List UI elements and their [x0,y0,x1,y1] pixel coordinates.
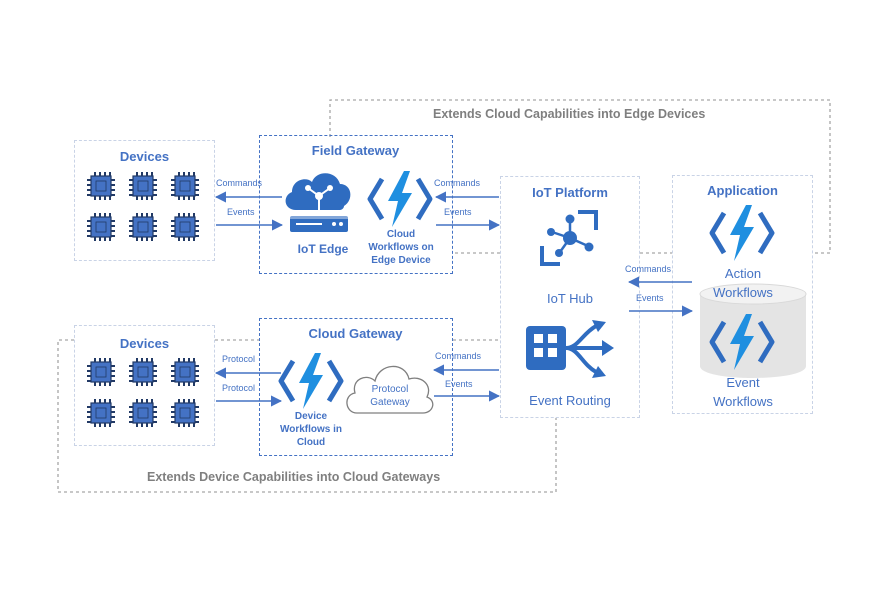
cloud-left-protocol-label-top: Protocol [222,354,256,364]
iot-edge-label: IoT Edge [297,242,349,256]
microchip-icon [86,171,116,201]
devices-top-box: Devices [74,140,215,261]
microchip-icon [128,398,158,428]
app-events-label: Events [636,293,664,303]
top-extension-label: Extends Cloud Capabilities into Edge Dev… [433,107,706,121]
iot-platform-title: IoT Platform [532,185,608,200]
cloud-workflows-label: Device Workflows in Cloud [268,410,354,449]
field-workflows-label: Cloud Workflows on Edge Device [358,228,444,267]
microchip-icon [128,357,158,387]
event-workflows-label: Event Workflows [688,373,798,411]
field-workflows-line-3: Edge Device [371,255,431,266]
protocol-gateway-line-1: Protocol [371,384,409,395]
action-workflows-line-1: Action [724,266,762,281]
microchip-icon [170,212,200,242]
event-workflows-line-2: Workflows [713,394,773,409]
microchip-icon [170,171,200,201]
cloud-right-commands-label: Commands [435,351,482,361]
microchip-icon [128,212,158,242]
iot-hub-label: IoT Hub [546,291,593,306]
iot-edge-icon [285,173,351,232]
bottom-extension-outline [57,339,557,493]
microchip-icon [128,171,158,201]
cloud-left-protocol-label-bottom: Protocol [222,383,256,393]
application-title: Application [707,183,778,198]
cloud-icon [346,365,434,414]
field-workflows-line-1: Cloud [386,229,416,240]
cloud-workflows-line-2: Workflows in [279,424,343,435]
action-workflows-label: Action Workflows [688,264,798,302]
cloud-workflows-line-1: Device [294,411,328,422]
field-left-commands-label: Commands [216,178,263,188]
cloud-gateway-box: Cloud Gateway [259,318,453,456]
devices-bottom-box: Devices [74,325,215,446]
protocol-gateway-label: Protocol Gateway [353,383,427,409]
top-extension-outline [329,99,831,254]
protocol-gateway-line-2: Gateway [370,397,410,408]
action-workflows-line-2: Workflows [713,285,773,300]
function-icon [709,205,775,261]
cloud-gateway-title: Cloud Gateway [308,326,403,341]
field-gateway-title: Field Gateway [311,143,400,158]
app-commands-label: Commands [625,264,672,274]
devices-top-title: Devices [119,149,170,164]
microchip-icon [170,357,200,387]
field-gateway-box: Field Gateway [259,135,453,274]
function-icon [709,314,775,370]
microchip-icon [86,212,116,242]
microchip-icon [170,398,200,428]
event-routing-label: Event Routing [529,393,611,408]
event-routing-icon [526,320,614,378]
function-icon [367,171,433,227]
cloud-right-events-label: Events [445,379,473,389]
field-workflows-line-2: Workflows on [368,242,434,253]
event-workflows-line-1: Event [726,375,760,390]
microchip-icon [86,398,116,428]
devices-bottom-title: Devices [119,336,170,351]
cloud-workflows-line-3: Cloud [296,437,326,448]
field-right-events-label: Events [444,207,472,217]
field-left-events-label: Events [227,207,255,217]
function-icon [278,353,344,409]
field-right-commands-label: Commands [434,178,481,188]
iot-hub-icon [540,210,598,266]
microchip-icon [86,357,116,387]
bottom-extension-label: Extends Device Capabilities into Cloud G… [147,470,441,484]
